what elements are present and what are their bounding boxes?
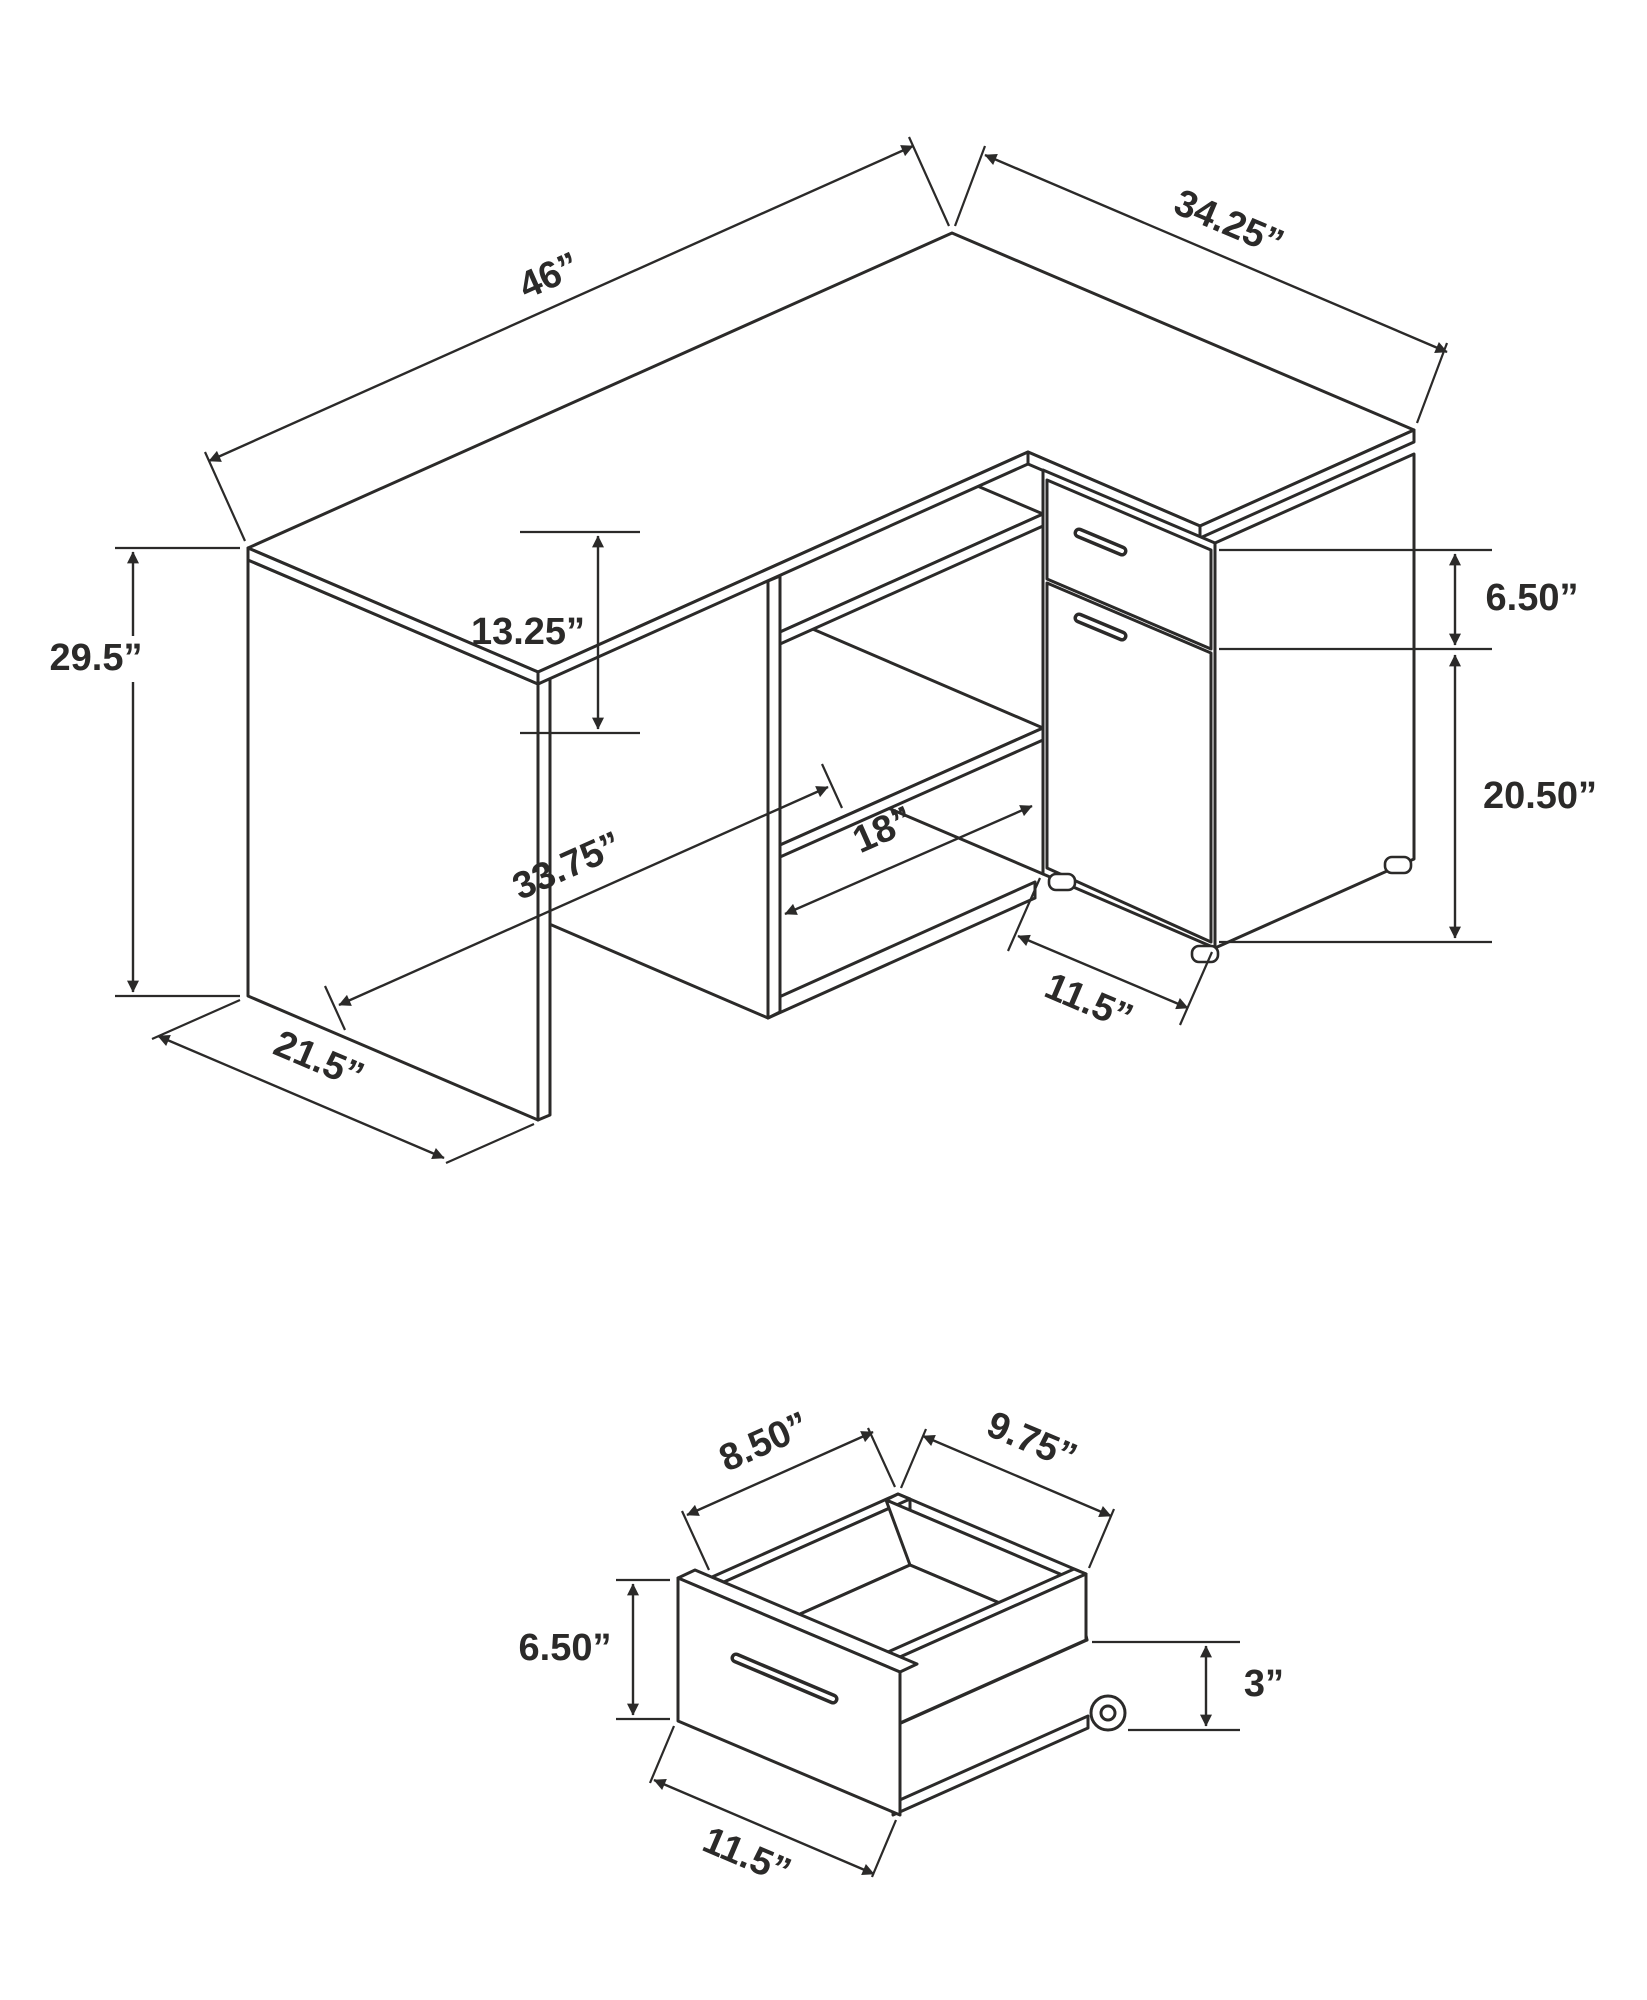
- return-top-front-edge: [1198, 428, 1416, 540]
- dim-label-return-length: 34.25”: [1168, 182, 1289, 265]
- dimension-line: [686, 1430, 874, 1517]
- door-handle-highlight: [1077, 616, 1124, 638]
- extension-lines: [899, 1428, 1116, 1569]
- dim-label-door-height: 20.50”: [1483, 775, 1597, 817]
- drawer-slide-rail: [891, 1714, 1090, 1817]
- dim-label-cabinet-width: 11.5”: [1039, 965, 1139, 1039]
- dimension-line: [338, 785, 829, 1007]
- extension-lines: [1092, 1640, 1240, 1732]
- dim-front-height: 6.50”: [519, 1578, 670, 1721]
- dim-label-rail-height: 3”: [1244, 1663, 1284, 1705]
- dim-drawer-front-height: 6.50”: [1219, 548, 1579, 651]
- cabinet-drawer-front: [1045, 478, 1213, 651]
- dimension-line: [922, 1434, 1112, 1518]
- dim-shelf-opening-height: 13.25”: [471, 530, 640, 735]
- extension-lines: [520, 530, 640, 735]
- dim-door-height: 20.50”: [1219, 654, 1597, 944]
- cabinet-foot-right: [1383, 855, 1413, 875]
- shelf-left-panel-front-edge: [766, 574, 782, 1020]
- extension-lines: [616, 1578, 670, 1721]
- dim-rail-height: 3”: [1092, 1640, 1284, 1732]
- cabinet-foot-left: [1047, 872, 1077, 892]
- extension-lines: [203, 136, 951, 542]
- dimension-line: [157, 1034, 445, 1160]
- drawer-wheel-hub: [1099, 1704, 1117, 1722]
- drawer-front-handle-highlight: [734, 1656, 835, 1701]
- dim-label-drawer-front-height: 6.50”: [1486, 577, 1579, 619]
- dimension-line: [1017, 934, 1189, 1010]
- dim-label-front-width: 11.5”: [697, 1819, 797, 1893]
- cabinet-foot-front: [1190, 944, 1220, 964]
- dim-label-desk-height: 29.5”: [50, 637, 143, 679]
- dim-label-box-depth: 8.50”: [713, 1404, 815, 1480]
- extension-lines: [953, 145, 1449, 424]
- cabinet-right-face: [1213, 452, 1416, 950]
- dimension-line: [208, 144, 914, 463]
- dim-label-front-height: 6.50”: [519, 1627, 612, 1669]
- cabinet-door-front: [1045, 581, 1213, 944]
- extension-lines: [1006, 877, 1214, 1026]
- dim-label-shelf-opening-height: 13.25”: [471, 611, 585, 653]
- extension-lines: [1219, 548, 1492, 651]
- extension-lines: [115, 546, 240, 998]
- dimension-line: [653, 1778, 875, 1876]
- extension-lines: [648, 1725, 898, 1878]
- drawer-handle-highlight: [1077, 531, 1124, 553]
- dim-label-backdrop: [35, 636, 159, 682]
- drawer-detail-drawing: 8.50” 9.75” 6.50” 3” 11.5”: [519, 1404, 1285, 1894]
- bottom-plinth-edges: [766, 880, 1037, 1020]
- dim-desk-height: 29.5”: [35, 546, 240, 998]
- drawer-front-panel: [676, 1576, 902, 1817]
- dimension-line: [984, 153, 1448, 354]
- extension-lines: [151, 998, 535, 1165]
- extension-lines: [323, 763, 844, 1031]
